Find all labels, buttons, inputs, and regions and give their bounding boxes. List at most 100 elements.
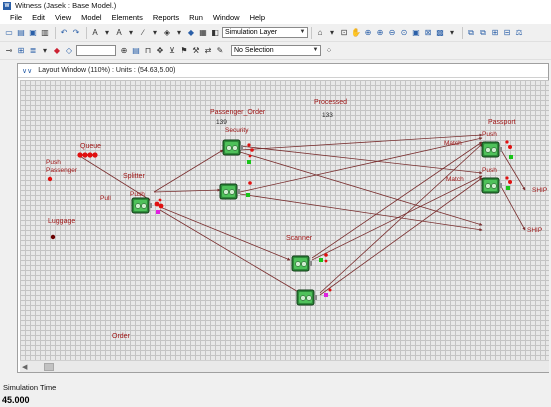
zoom-window-icon[interactable]: ▣: [412, 27, 420, 37]
dropdown-arrow-icon[interactable]: ▾: [449, 27, 454, 37]
dropdown-arrow-icon[interactable]: ▾: [152, 27, 157, 37]
snap-icon[interactable]: ▩: [436, 27, 444, 37]
horizontal-scrollbar[interactable]: ◀: [20, 360, 549, 372]
overflow-icon[interactable]: ⁘: [325, 45, 333, 55]
splitter-push-label: Push: [130, 191, 145, 198]
undo-icon[interactable]: ↶: [60, 27, 68, 37]
menu-window[interactable]: Window: [212, 13, 240, 22]
redo-icon[interactable]: ↷: [72, 27, 80, 37]
route-scanner-b-passport-b: [319, 177, 483, 296]
layout-canvas[interactable]: Queue Push Passenger Splitter Pull Push …: [20, 80, 549, 360]
security-machine-b[interactable]: [219, 183, 241, 200]
save-icon[interactable]: ▣: [29, 27, 37, 37]
lock-icon[interactable]: ⊡: [340, 27, 348, 37]
selection-select[interactable]: No Selection ▼: [231, 45, 321, 56]
scanner-indicator: [319, 258, 323, 262]
scanner-machine[interactable]: [291, 255, 313, 272]
passport-b-part: [505, 176, 509, 180]
element-flag-icon[interactable]: ⚑: [180, 45, 188, 55]
layer-icon[interactable]: ◧: [211, 27, 219, 37]
menu-file[interactable]: File: [10, 13, 23, 22]
layout-window: ∨∨ Layout Window (110%) : Units : (54.63…: [17, 63, 549, 373]
toolbar-separator: [462, 26, 463, 39]
security-machine[interactable]: [222, 139, 244, 156]
menu-view[interactable]: View: [55, 13, 72, 22]
menu-edit[interactable]: Edit: [32, 13, 46, 22]
splitter-machine[interactable]: [131, 197, 153, 214]
security-label: Security: [225, 127, 249, 134]
route-splitter-security: [153, 149, 224, 193]
window-cascade-icon[interactable]: ⧉: [480, 27, 486, 37]
passport-b-part: [508, 180, 512, 184]
queue-buffer[interactable]: [77, 152, 98, 158]
zoom-select-icon[interactable]: ⊠: [424, 27, 432, 37]
element-draw-icon[interactable]: ⊻: [169, 45, 175, 55]
zoom-fit-icon[interactable]: ⊙: [400, 27, 408, 37]
menu-reports[interactable]: Reports: [152, 13, 180, 22]
element-list-icon[interactable]: ≣: [29, 45, 37, 55]
element-wrench-icon[interactable]: ✎: [216, 45, 224, 55]
element-select-icon[interactable]: ⊓: [144, 45, 152, 55]
zoom-out-icon[interactable]: ⊖: [388, 27, 396, 37]
security-part: [250, 148, 254, 152]
element-red-icon[interactable]: ◆: [53, 45, 61, 55]
element-blue-icon[interactable]: ◇: [65, 45, 73, 55]
scroll-left-icon[interactable]: ◀: [22, 364, 28, 371]
ship-label: SHIP: [532, 187, 547, 194]
passport-indicator: [509, 155, 513, 159]
dropdown-arrow-icon[interactable]: ▾: [128, 27, 133, 37]
text-style-icon[interactable]: A: [92, 27, 98, 37]
hand-icon[interactable]: ✋: [351, 27, 361, 37]
balance-icon[interactable]: ⚖: [515, 27, 523, 37]
passenger-source-part[interactable]: [47, 176, 53, 182]
luggage-label: Luggage: [48, 218, 75, 225]
passport-machine-b[interactable]: [481, 177, 503, 194]
element-name-input[interactable]: [76, 45, 116, 56]
security-indicator: [247, 160, 251, 164]
font-color-icon[interactable]: A: [116, 27, 122, 37]
window-title: Witness (Jasek : Base Model.): [15, 1, 117, 10]
new-icon[interactable]: ▭: [5, 27, 13, 37]
simulation-layout-svg[interactable]: Queue Push Passenger Splitter Pull Push …: [20, 80, 549, 360]
route-splitter-scanner: [159, 206, 291, 261]
layer-select[interactable]: Simulation Layer ▼: [222, 27, 308, 38]
element-tool-icon[interactable]: ⚒: [192, 45, 200, 55]
title-bar: W Witness (Jasek : Base Model.): [0, 0, 551, 11]
scrollbar-thumb[interactable]: [44, 363, 54, 371]
line-color-icon[interactable]: ∕: [142, 27, 144, 37]
passport-push-label: Push: [482, 167, 497, 174]
passport-part: [508, 145, 512, 149]
element-move-icon[interactable]: ✥: [156, 45, 164, 55]
passport-machine[interactable]: [481, 141, 503, 158]
element-detail-icon[interactable]: ▤: [132, 45, 140, 55]
open-icon[interactable]: ▤: [17, 27, 25, 37]
passport-part: [505, 140, 509, 144]
dropdown-arrow-icon[interactable]: ▾: [176, 27, 181, 37]
menu-run[interactable]: Run: [189, 13, 203, 22]
menu-elements[interactable]: Elements: [111, 13, 143, 22]
layout-window-titlebar: ∨∨ Layout Window (110%) : Units : (54.63…: [18, 64, 548, 78]
dropdown-arrow-icon[interactable]: ▾: [329, 27, 334, 37]
menu-model[interactable]: Model: [81, 13, 102, 22]
scanner-label: Scanner: [286, 235, 313, 242]
zoom-in-icon[interactable]: ⊕: [376, 27, 384, 37]
fill-bucket-icon[interactable]: ◆: [187, 27, 195, 37]
dropdown-arrow-icon[interactable]: ▾: [104, 27, 109, 37]
print-icon[interactable]: ▥: [41, 27, 49, 37]
pointer-icon[interactable]: ⌂: [317, 27, 323, 37]
zoom-icon[interactable]: ⊕: [364, 27, 372, 37]
dropdown-arrow-icon[interactable]: ▾: [42, 45, 47, 55]
grid-icon[interactable]: ▦: [199, 27, 207, 37]
menu-help[interactable]: Help: [249, 13, 266, 22]
luggage-source-part[interactable]: [50, 234, 56, 240]
align-icon[interactable]: ⊞: [491, 27, 499, 37]
pin-icon[interactable]: ⊸: [5, 45, 13, 55]
element-edit-icon[interactable]: ⊕: [120, 45, 128, 55]
window-layout-icon[interactable]: ⧉: [468, 27, 474, 37]
element-route-icon[interactable]: ⇄: [204, 45, 212, 55]
fill-color-icon[interactable]: ◈: [163, 27, 171, 37]
scanner-machine-b[interactable]: [296, 289, 318, 306]
distribute-icon[interactable]: ⊟: [503, 27, 511, 37]
passport-label: Passport: [488, 119, 516, 126]
element-grid-icon[interactable]: ⊞: [17, 45, 25, 55]
